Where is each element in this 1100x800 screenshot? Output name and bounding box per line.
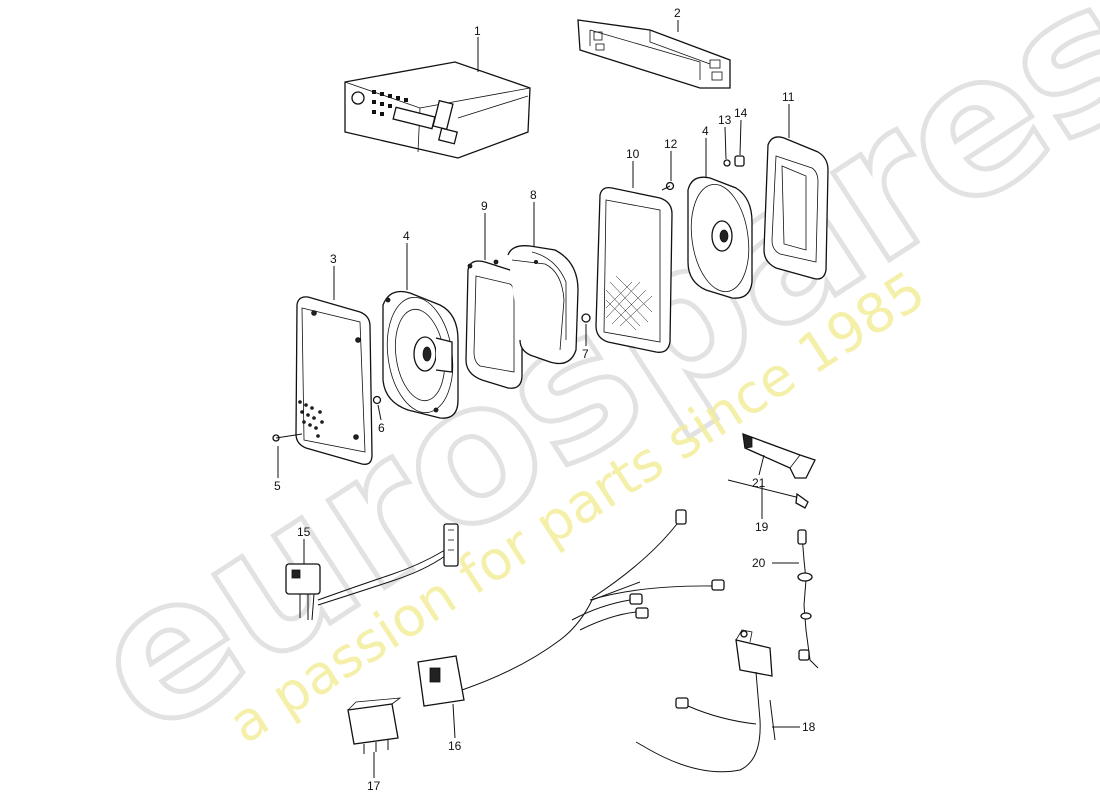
watermark-brand: eurospares xyxy=(54,0,1100,778)
cap xyxy=(734,155,745,167)
mounting-frame xyxy=(577,19,731,89)
callout-10: 10 xyxy=(626,147,640,161)
callout-20: 20 xyxy=(752,556,766,570)
mesh-grille xyxy=(595,187,673,353)
speaker-frame xyxy=(763,136,829,280)
callout-14: 14 xyxy=(734,106,748,120)
wiring-harness xyxy=(417,509,725,707)
nut-center xyxy=(581,313,591,323)
callout-1: 1 xyxy=(474,24,481,38)
leader-lines xyxy=(277,20,800,778)
grille-panel xyxy=(295,296,373,465)
connector-harness xyxy=(285,523,459,621)
callout-2: 2 xyxy=(674,6,681,20)
antenna-rod xyxy=(727,479,809,509)
callout-21: 21 xyxy=(752,476,766,490)
callout-3: 3 xyxy=(330,252,337,266)
screw xyxy=(272,433,303,442)
callout-18: 18 xyxy=(802,720,816,734)
screw-upper xyxy=(661,181,675,191)
callout-13: 13 xyxy=(718,113,732,127)
callout-8: 8 xyxy=(530,188,537,202)
antenna-bracket xyxy=(742,433,816,479)
antenna-amplifier xyxy=(635,629,776,773)
washer xyxy=(723,159,731,167)
watermark: eurospares a passion for parts since 198… xyxy=(52,0,1100,780)
callout-7: 7 xyxy=(582,347,589,361)
speaker-rear xyxy=(687,176,753,299)
speaker-housing xyxy=(507,245,579,365)
callout-9: 9 xyxy=(481,199,488,213)
callout-5: 5 xyxy=(274,479,281,493)
spacer-ring xyxy=(465,259,523,389)
callout-19: 19 xyxy=(755,520,769,534)
antenna-cable xyxy=(797,529,819,669)
callout-12: 12 xyxy=(664,137,678,151)
callout-4-rear: 4 xyxy=(702,124,709,138)
callout-6: 6 xyxy=(378,421,385,435)
callout-15: 15 xyxy=(297,525,311,539)
speaker-front xyxy=(382,290,459,419)
radio-unit xyxy=(344,61,531,159)
relay xyxy=(347,697,402,754)
callout-labels: 1 2 3 4 4 5 6 7 8 9 10 11 12 13 14 15 16… xyxy=(274,6,816,793)
callout-4-front: 4 xyxy=(403,229,410,243)
callout-11: 11 xyxy=(782,90,795,104)
nut-left xyxy=(372,395,382,405)
callout-17: 17 xyxy=(367,779,381,793)
callout-16: 16 xyxy=(448,739,462,753)
